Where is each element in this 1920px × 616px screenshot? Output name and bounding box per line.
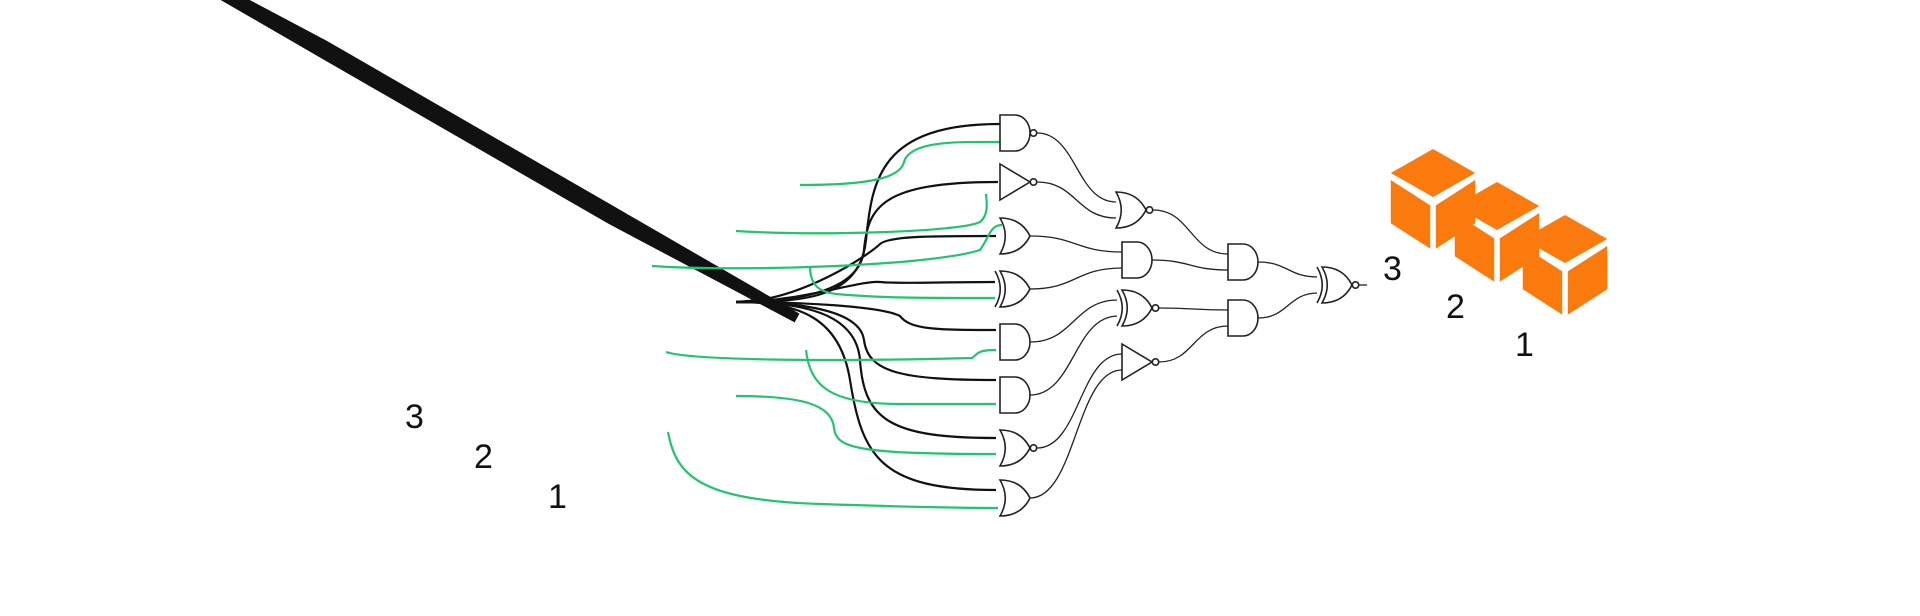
black-wire [735,122,1001,304]
green-wire [735,193,988,235]
xnor-gate [1116,289,1160,327]
gate-wire [1257,292,1319,319]
box-layer-label-3: 3 [1383,250,1402,288]
black-wire [735,234,997,304]
cube-right-face [344,55,777,308]
box-right-face [1499,213,1540,282]
black-wire [735,300,997,332]
orange-layer-boxes [1390,149,1608,315]
black-wire [735,280,997,304]
box-left-face [1454,213,1495,282]
black-wire [735,300,997,492]
green-wire [651,223,1003,270]
box-top-face [1454,182,1540,230]
box-top-face [1522,215,1608,263]
cube-edges [220,0,800,323]
gate-output-wires [1029,132,1367,499]
green-input-wires [651,140,1003,510]
gate-wire [1036,181,1117,219]
and-gate [999,323,1031,361]
and-gate [1121,241,1153,279]
or-gate [998,217,1031,255]
gate-wire [1029,299,1119,343]
and-gate [999,376,1031,414]
logic-gates [994,114,1360,517]
orange-box [1454,182,1540,282]
gate-wire [1029,235,1123,253]
nor-gate [998,429,1038,467]
green-wire [665,348,997,362]
black-wire [735,298,761,304]
nor-gate [1114,191,1154,229]
orange-box [1522,215,1608,315]
and-gate [1227,299,1259,337]
xor-gate [994,270,1031,308]
gate-wire [1158,325,1229,363]
box-left-face [1522,246,1563,315]
box-right-face [1567,246,1608,315]
box-left-face [1390,180,1431,249]
nand-gate [999,114,1038,152]
gate-wire [1029,267,1123,290]
green-wire [799,140,1001,187]
green-wire [666,431,999,510]
gate-wire [1257,261,1319,278]
cube-layer-label-3: 3 [405,398,424,436]
or-gate [998,479,1031,517]
gate-wire [1029,315,1119,396]
cube [220,0,800,323]
and-gate [1227,243,1259,281]
gate-wire [1151,259,1229,271]
cube-outline [220,0,800,323]
gate-wire [1152,209,1229,255]
gate-wire [1036,353,1123,449]
green-wire [808,265,997,300]
gate-wire [1029,369,1123,499]
cube-sticker-right [344,55,461,126]
box-layer-label-1: 1 [1515,326,1534,364]
black-wire [735,300,997,440]
not-gate [1121,342,1160,382]
cube-layer-label-1: 1 [548,478,567,516]
green-wire [735,394,997,456]
box-top-face [1390,149,1476,197]
gate-wire [1036,132,1117,203]
gate-wire [1158,307,1229,311]
green-wire [804,349,996,406]
cube-layer-label-2: 2 [474,438,493,476]
not-gate [999,162,1038,202]
box-layer-label-2: 2 [1446,288,1465,326]
xnor-gate [1316,266,1360,304]
black-wire [735,300,997,382]
